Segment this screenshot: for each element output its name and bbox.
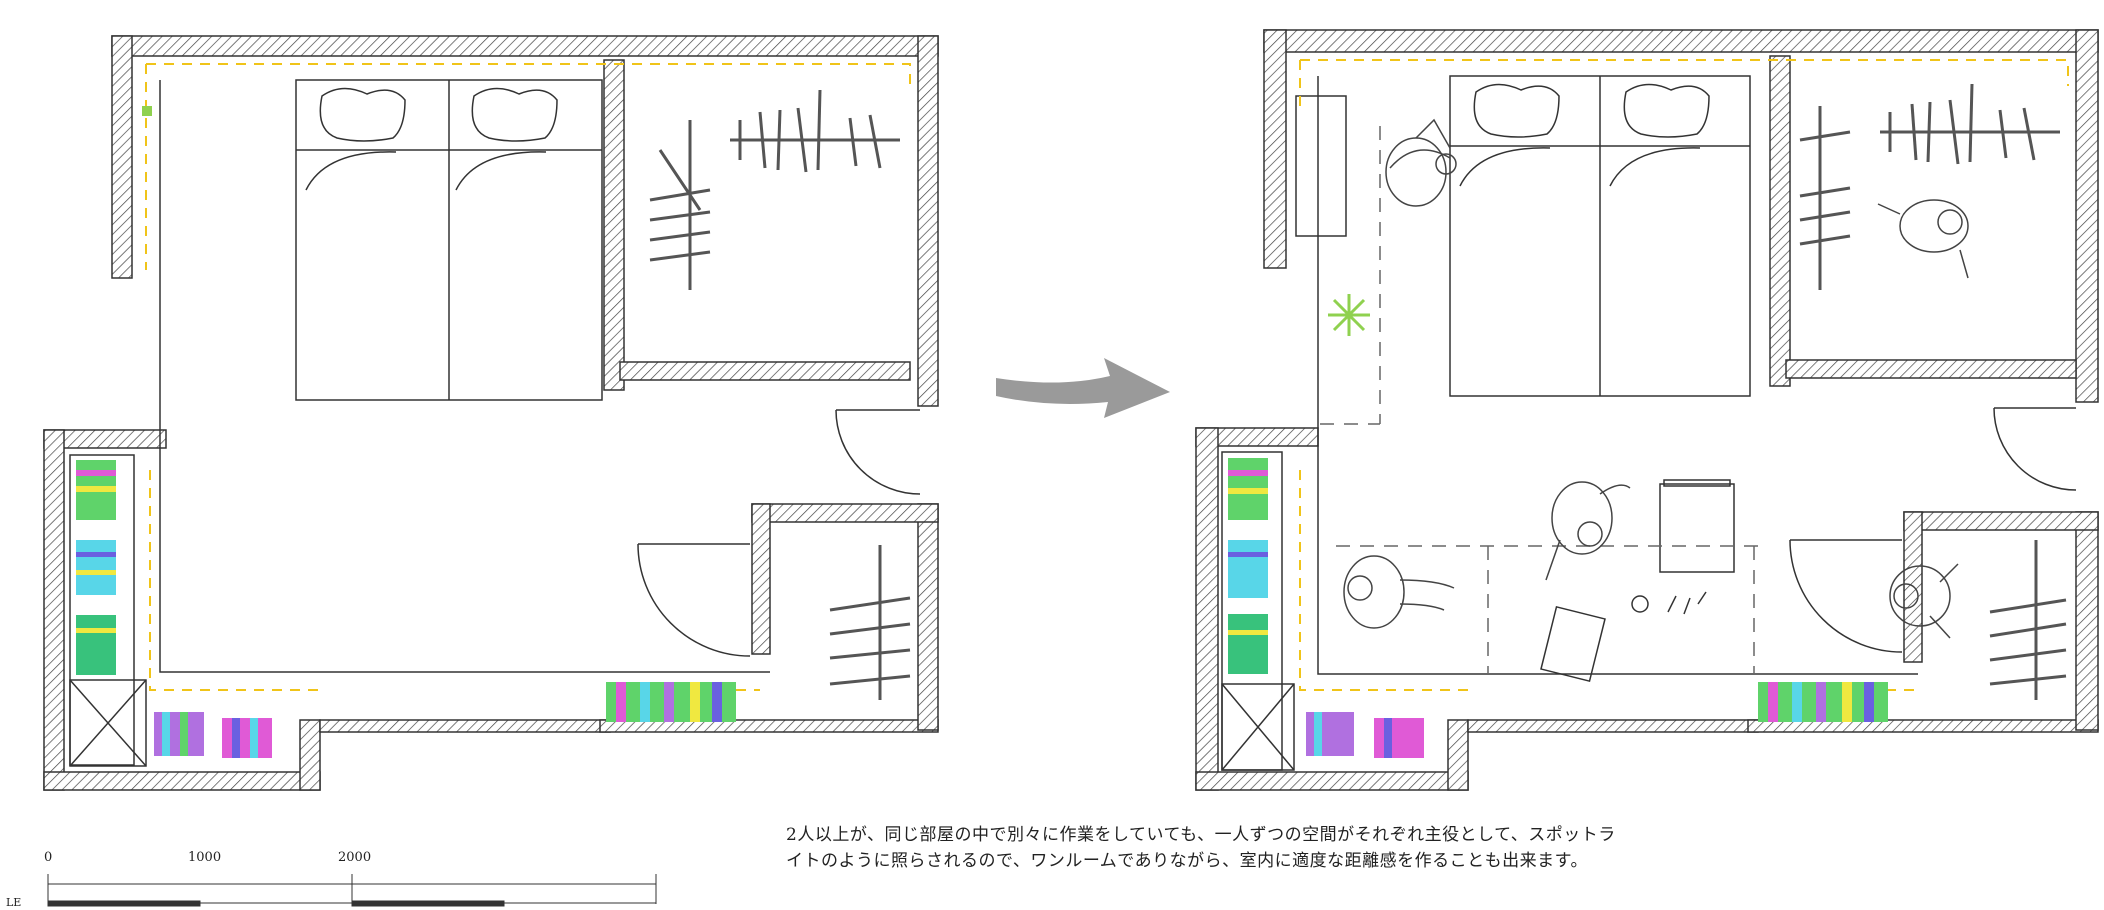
- walls-before: [43, 35, 939, 791]
- bed-after: [1449, 75, 1751, 397]
- plan-after: [1195, 29, 2099, 791]
- scale-word: LE: [6, 896, 22, 909]
- plant-icon: [1328, 294, 1370, 336]
- scale-bar: [47, 874, 657, 907]
- caption-line-2: イトのように照らされるので、ワンルームでありながら、室内に適度な距離感を作ること…: [786, 851, 1588, 871]
- scale-tick-1000: 1000: [188, 850, 222, 865]
- caption-line-1: 2人以上が、同じ部屋の中で別々に作業をしていても、一人ずつの空間がそれぞれ主役と…: [786, 825, 1616, 845]
- caption: 2人以上が、同じ部屋の中で別々に作業をしていても、一人ずつの空間がそれぞれ主役と…: [786, 822, 1826, 874]
- person-icon: [1343, 118, 1969, 639]
- book-icon: [76, 106, 736, 758]
- scale-tick-0: 0: [44, 850, 53, 865]
- hanger-icon: [649, 89, 900, 290]
- scale-tick-2000: 2000: [338, 850, 372, 865]
- transition-arrow-icon: [996, 358, 1170, 418]
- bed-before: [295, 79, 603, 401]
- plan-before: [43, 35, 939, 791]
- walls-after: [1195, 29, 2099, 791]
